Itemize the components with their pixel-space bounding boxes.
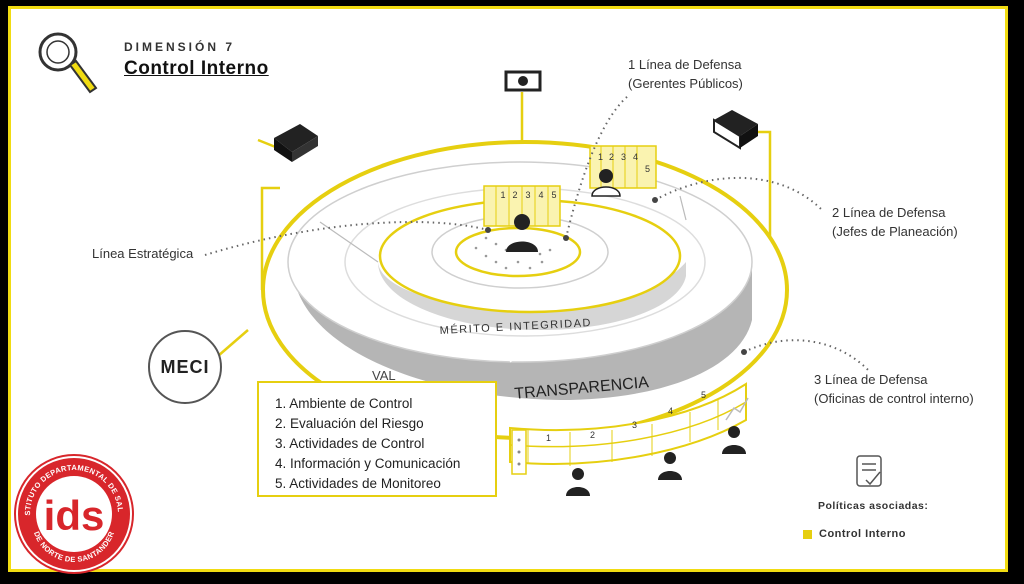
panel-c-2: 2 [512,190,517,200]
policies-title: Políticas asociadas: [818,500,929,512]
platform-bands [287,161,753,400]
component-item-3: 3. Actividades de Control [275,436,425,451]
logo-monogram: ids [44,492,105,539]
panel-u-1: 1 [598,152,603,162]
magnifier-icon [38,32,98,94]
front-people-icons [566,426,746,496]
callout-line1-title: 1 Línea de Defensa [628,57,742,72]
component-item-5: 5. Actividades de Monitoreo [275,476,441,491]
camera-top-icon [504,70,542,92]
components-list: 1. Ambiente de Control 2. Evaluación del… [257,381,497,497]
upper-panel: 1 2 3 4 5 [589,145,657,189]
ids-logo: INSTITUTO DEPARTAMENTAL DE SALUD DE NORT… [10,450,134,574]
policy-item: Control Interno [803,528,906,540]
panel-f-3: 3 [632,420,637,430]
panel-f-2: 2 [590,430,595,440]
dot-strategic [485,227,491,233]
camera-left-icon [274,124,318,162]
component-item-4: 4. Información y Comunicación [275,456,461,471]
panel-f-1: 1 [546,433,551,443]
component-item-1: 1. Ambiente de Control [275,396,413,411]
panel-f-4: 4 [668,406,673,416]
panel-c-4: 4 [538,190,543,200]
camera-right-icon [713,110,758,150]
callout-line1: 1 Línea de Defensa (Gerentes Públicos) [628,55,743,93]
panel-c-3: 3 [525,190,530,200]
policy-item-label: Control Interno [819,528,906,540]
panel-u-3: 3 [621,152,626,162]
meci-badge: MECI [148,330,222,404]
person-center-icon [506,214,538,252]
callout-line3-title: 3 Línea de Defensa [814,372,928,387]
dot-line1 [563,235,569,241]
callout-line1-sub: (Gerentes Públicos) [628,76,743,91]
panel-c-1: 1 [500,190,505,200]
document-check-icon [856,455,882,487]
callout-line2: 2 Línea de Defensa (Jefes de Planeación) [832,203,958,241]
callout-strategic: Línea Estratégica [92,246,194,261]
panel-u-4: 4 [633,152,638,162]
component-item-2: 2. Evaluación del Riesgo [275,416,424,431]
callout-line2-sub: (Jefes de Planeación) [832,224,958,239]
callout-leaders [204,95,871,373]
callout-line3-sub: (Oficinas de control interno) [814,391,974,406]
callout-line2-title: 2 Línea de Defensa [832,205,946,220]
callout-line3: 3 Línea de Defensa (Oficinas de control … [814,370,974,408]
person-upper-icon [591,169,621,197]
band-valores-partial: VAL [372,368,396,383]
panel-c-5: 5 [551,190,556,200]
page-title: Control Interno [124,58,269,79]
dot-line2 [652,197,658,203]
panel-u-2: 2 [609,152,614,162]
panel-f-5: 5 [701,390,706,400]
panel-u-5: 5 [645,164,650,174]
dimension-label: DIMENSIÓN 7 [124,40,236,54]
policy-bullet [803,529,812,539]
dot-line3 [741,349,747,355]
front-panel: 1 2 3 4 5 [509,382,749,475]
